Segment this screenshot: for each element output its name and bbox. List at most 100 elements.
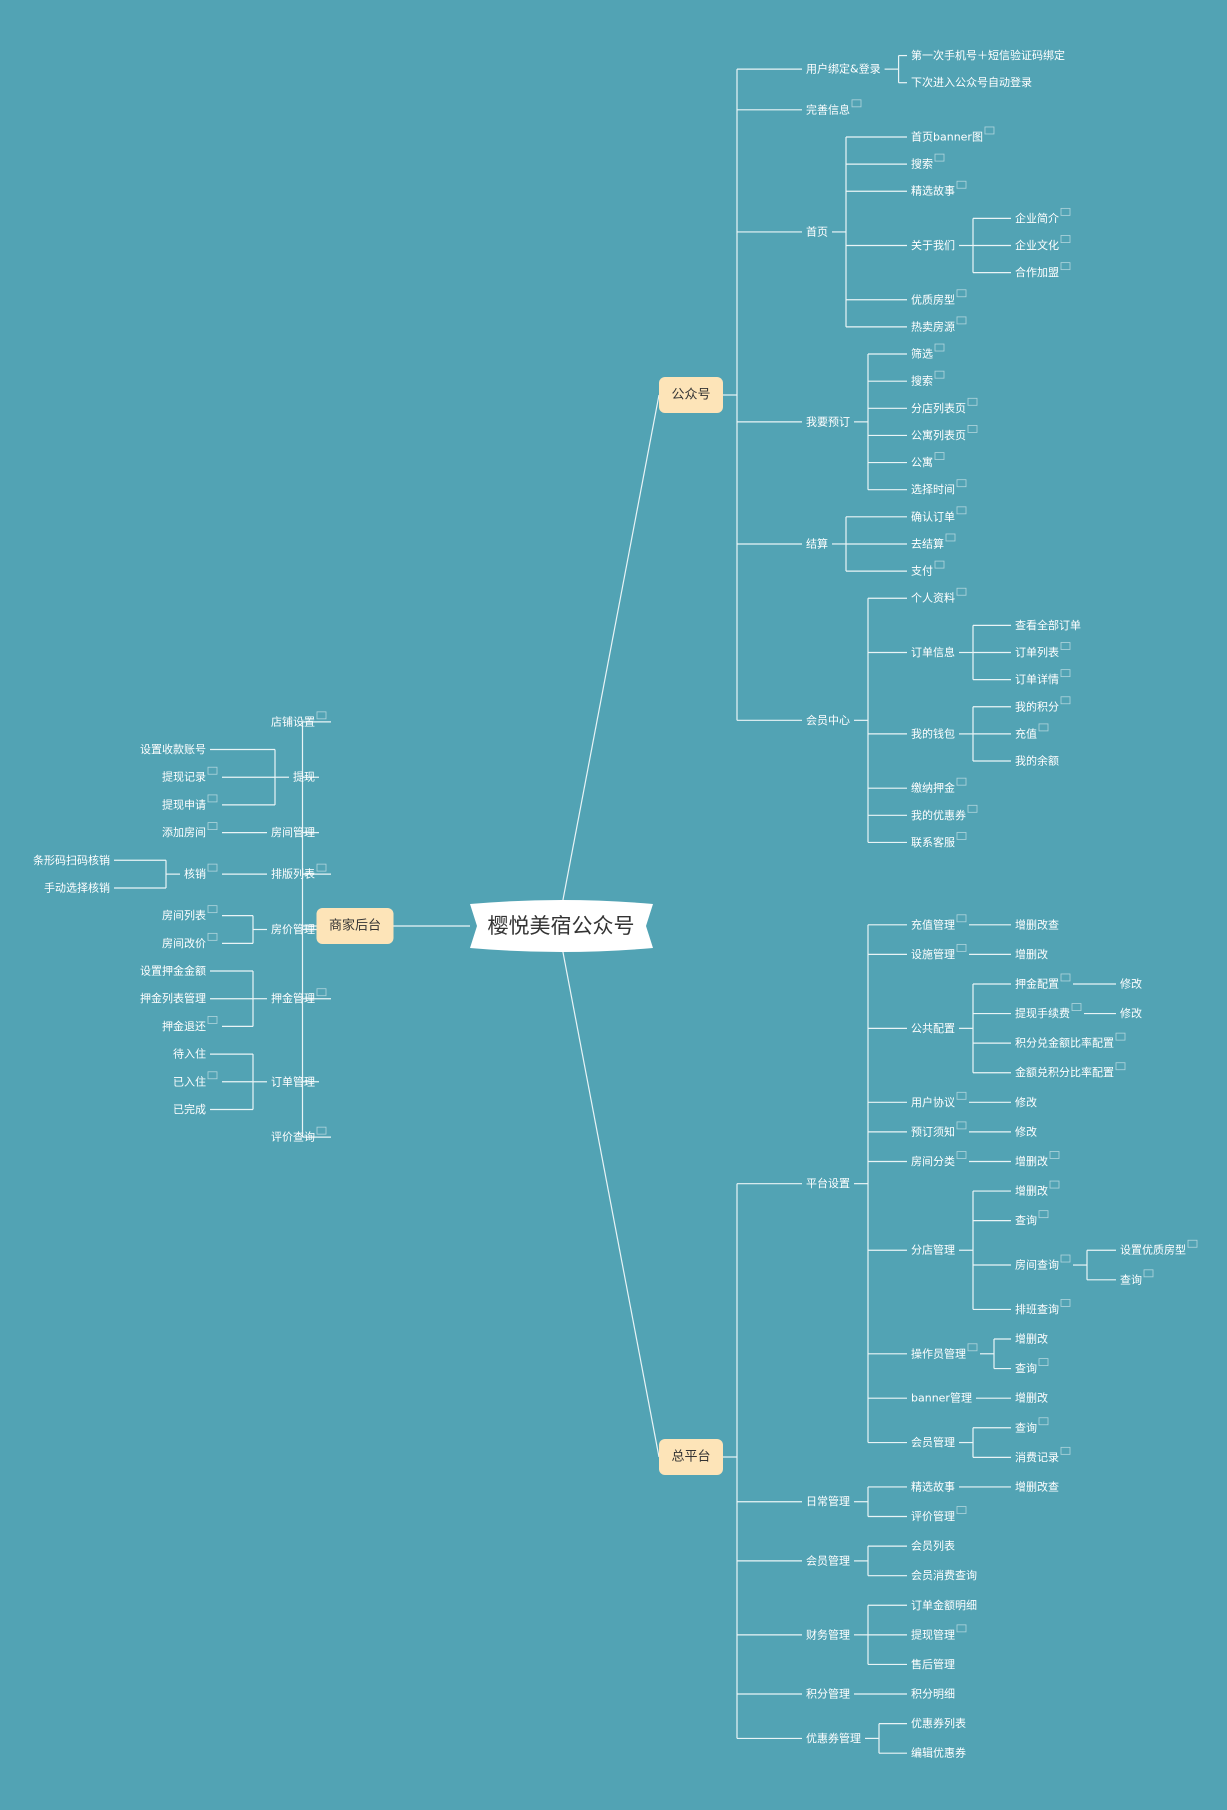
node-我要预订[interactable]: 我要预订 bbox=[806, 415, 850, 428]
node-增删改[interactable]: 增删改 bbox=[1015, 1151, 1060, 1168]
node-财务管理[interactable]: 财务管理 bbox=[806, 1627, 850, 1641]
node-编辑优惠券[interactable]: 编辑优惠券 bbox=[911, 1746, 966, 1760]
node-已完成[interactable]: 已完成 bbox=[173, 1102, 206, 1116]
node-消费记录[interactable]: 消费记录 bbox=[1015, 1446, 1071, 1464]
node-搜索[interactable]: 搜索 bbox=[911, 153, 945, 171]
node-积分明细[interactable]: 积分明细 bbox=[911, 1688, 955, 1701]
node-设置优质房型[interactable]: 设置优质房型 bbox=[1120, 1239, 1198, 1257]
node-增删改[interactable]: 增删改 bbox=[1015, 1332, 1048, 1346]
node-提现申请[interactable]: 提现申请 bbox=[162, 794, 218, 812]
node-会员管理[interactable]: 会员管理 bbox=[911, 1435, 955, 1449]
node-房间查询[interactable]: 房间查询 bbox=[1015, 1254, 1071, 1272]
node-企业简介[interactable]: 企业简介 bbox=[1015, 207, 1071, 225]
node-评价管理[interactable]: 评价管理 bbox=[911, 1506, 967, 1524]
node-订单列表[interactable]: 订单列表 bbox=[1015, 642, 1071, 660]
node-订单金额明细[interactable]: 订单金额明细 bbox=[911, 1598, 977, 1612]
node-查看全部订单[interactable]: 查看全部订单 bbox=[1015, 618, 1081, 632]
node-修改[interactable]: 修改 bbox=[1015, 1095, 1037, 1109]
node-优惠券管理[interactable]: 优惠券管理 bbox=[806, 1731, 861, 1745]
main-node-公众号[interactable]: 公众号 bbox=[659, 377, 723, 413]
node-查询[interactable]: 查询 bbox=[1120, 1269, 1154, 1287]
node-分店管理[interactable]: 分店管理 bbox=[911, 1243, 955, 1257]
node-增删改查[interactable]: 增删改查 bbox=[1015, 1479, 1059, 1493]
node-押金退还[interactable]: 押金退还 bbox=[162, 1016, 218, 1033]
node-我的钱包[interactable]: 我的钱包 bbox=[911, 726, 955, 740]
main-node-总平台[interactable]: 总平台 bbox=[659, 1439, 723, 1475]
node-充值管理[interactable]: 充值管理 bbox=[911, 914, 967, 932]
node-条形码扫码核销[interactable]: 条形码扫码核销 bbox=[33, 853, 110, 867]
node-会员消费查询[interactable]: 会员消费查询 bbox=[911, 1568, 977, 1582]
node-会员列表[interactable]: 会员列表 bbox=[911, 1539, 955, 1553]
node-公共配置[interactable]: 公共配置 bbox=[911, 1022, 955, 1035]
node-修改[interactable]: 修改 bbox=[1120, 976, 1142, 990]
node-会员管理[interactable]: 会员管理 bbox=[806, 1553, 850, 1567]
node-日常管理[interactable]: 日常管理 bbox=[806, 1494, 850, 1508]
node-热卖房源[interactable]: 热卖房源 bbox=[911, 316, 967, 334]
node-我的积分[interactable]: 我的积分 bbox=[1015, 696, 1071, 714]
node-第一次手机号-短信验证码绑定[interactable]: 第一次手机号＋短信验证码绑定 bbox=[911, 48, 1065, 62]
node-待入住[interactable]: 待入住 bbox=[173, 1047, 206, 1061]
node-分店列表页[interactable]: 分店列表页 bbox=[911, 397, 978, 415]
node-提现管理[interactable]: 提现管理 bbox=[911, 1624, 967, 1642]
node-售后管理[interactable]: 售后管理 bbox=[911, 1657, 955, 1671]
node-支付[interactable]: 支付 bbox=[911, 560, 945, 578]
node-关于我们[interactable]: 关于我们 bbox=[911, 238, 955, 252]
node-查询[interactable]: 查询 bbox=[1015, 1417, 1049, 1435]
node-提现[interactable]: 提现 bbox=[293, 771, 315, 784]
node-精选故事[interactable]: 精选故事 bbox=[911, 180, 967, 198]
node-首页[interactable]: 首页 bbox=[806, 224, 828, 238]
node-操作员管理[interactable]: 操作员管理 bbox=[911, 1343, 978, 1361]
node-查询[interactable]: 查询 bbox=[1015, 1358, 1049, 1376]
node-结算[interactable]: 结算 bbox=[806, 536, 828, 550]
node-缴纳押金[interactable]: 缴纳押金 bbox=[911, 777, 967, 795]
node-精选故事[interactable]: 精选故事 bbox=[911, 1479, 955, 1493]
node-完善信息[interactable]: 完善信息 bbox=[806, 99, 862, 117]
node-房间改价[interactable]: 房间改价 bbox=[162, 932, 218, 950]
node-会员中心[interactable]: 会员中心 bbox=[806, 714, 850, 727]
node-积分兑金额比率配置[interactable]: 积分兑金额比率配置 bbox=[1015, 1032, 1126, 1050]
node-积分管理[interactable]: 积分管理 bbox=[806, 1687, 850, 1701]
node-提现手续费[interactable]: 提现手续费 bbox=[1015, 1003, 1082, 1021]
node-确认订单[interactable]: 确认订单 bbox=[911, 506, 967, 523]
node-增删改[interactable]: 增删改 bbox=[1015, 947, 1048, 961]
node-搜索[interactable]: 搜索 bbox=[911, 370, 945, 388]
node-我的余额[interactable]: 我的余额 bbox=[1015, 754, 1059, 768]
node-修改[interactable]: 修改 bbox=[1015, 1124, 1037, 1138]
node-房间列表[interactable]: 房间列表 bbox=[162, 905, 218, 923]
root-node[interactable]: 樱悦美宿公众号 bbox=[470, 900, 653, 952]
node-押金列表管理[interactable]: 押金列表管理 bbox=[140, 991, 206, 1005]
node-核销[interactable]: 核销 bbox=[184, 863, 218, 881]
node-房价管理[interactable]: 房价管理 bbox=[271, 922, 315, 936]
node-充值[interactable]: 充值 bbox=[1015, 723, 1049, 741]
node-设置押金金额[interactable]: 设置押金金额 bbox=[140, 964, 206, 978]
node-选择时间[interactable]: 选择时间 bbox=[911, 479, 967, 497]
node-合作加盟[interactable]: 合作加盟 bbox=[1015, 262, 1071, 280]
node-增删改查[interactable]: 增删改查 bbox=[1015, 917, 1059, 931]
node-订单信息[interactable]: 订单信息 bbox=[911, 645, 955, 659]
node-筛选[interactable]: 筛选 bbox=[911, 343, 945, 361]
node-个人资料[interactable]: 个人资料 bbox=[911, 587, 967, 605]
node-设施管理[interactable]: 设施管理 bbox=[911, 943, 967, 961]
node-手动选择核销[interactable]: 手动选择核销 bbox=[44, 880, 110, 894]
node-设置收款账号[interactable]: 设置收款账号 bbox=[140, 742, 206, 756]
node-排班查询[interactable]: 排班查询 bbox=[1015, 1299, 1071, 1316]
node-我的优惠券[interactable]: 我的优惠券 bbox=[911, 804, 978, 822]
node-查询[interactable]: 查询 bbox=[1015, 1210, 1049, 1228]
node-已入住[interactable]: 已入住 bbox=[173, 1071, 218, 1089]
node-优惠券列表[interactable]: 优惠券列表 bbox=[911, 1716, 966, 1730]
node-banner管理[interactable]: banner管理 bbox=[911, 1391, 972, 1405]
node-增删改[interactable]: 增删改 bbox=[1015, 1180, 1060, 1198]
node-房间管理[interactable]: 房间管理 bbox=[271, 825, 315, 839]
node-首页banner图[interactable]: 首页banner图 bbox=[911, 126, 995, 143]
node-优质房型[interactable]: 优质房型 bbox=[911, 289, 967, 307]
node-排版列表[interactable]: 排版列表 bbox=[271, 863, 327, 881]
node-押金配置[interactable]: 押金配置 bbox=[1015, 973, 1071, 991]
node-联系客服[interactable]: 联系客服 bbox=[911, 832, 967, 849]
node-企业文化[interactable]: 企业文化 bbox=[1015, 235, 1071, 253]
node-增删改[interactable]: 增删改 bbox=[1015, 1391, 1048, 1405]
node-押金管理[interactable]: 押金管理 bbox=[271, 988, 327, 1006]
node-金额兑积分比率配置[interactable]: 金额兑积分比率配置 bbox=[1015, 1062, 1126, 1080]
node-修改[interactable]: 修改 bbox=[1120, 1006, 1142, 1020]
node-提现记录[interactable]: 提现记录 bbox=[162, 766, 218, 784]
node-公寓列表页[interactable]: 公寓列表页 bbox=[911, 425, 978, 442]
